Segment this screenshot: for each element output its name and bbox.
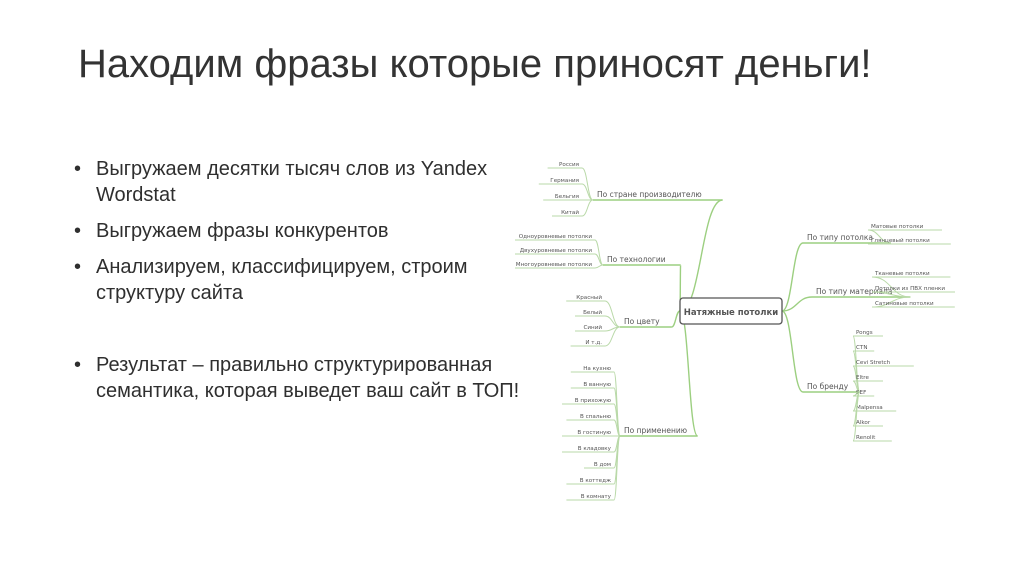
mindmap-connector (581, 167, 594, 201)
mindmap-leaf-label: Глянцевый потолки (871, 237, 930, 244)
mindmap-leaf-label: В дом (594, 462, 611, 468)
mindmap-branch-label: По типу потолка (807, 233, 873, 242)
mindmap-leaf-label: В ванную (583, 382, 611, 388)
mindmap-leaf-label: Матовые потолки (871, 224, 924, 230)
mindmap-leaf-label: Белый (583, 309, 602, 316)
mindmap-connector (604, 300, 621, 328)
mindmap-leaf-label: Двухуровневые потолки (520, 248, 593, 254)
mindmap-leaf-label: Многоуровневые потолки (516, 262, 593, 268)
mindmap-leaf-label: Потолки из ПВХ пленки (875, 286, 945, 292)
mindmap-connector (594, 264, 604, 269)
mindmap-leaf-label: Одноуровневые потолки (519, 234, 593, 240)
mindmap-leaf-label: В спальню (580, 414, 611, 420)
mindmap-leaf-label: В прихожую (575, 398, 612, 404)
bullet-item: Анализируем, классифицируем, строим стру… (74, 254, 534, 306)
mindmap-leaf-label: В коттедж (580, 478, 611, 484)
mindmap-leaf-label: Malpensa (856, 405, 883, 411)
mindmap-connector (781, 310, 804, 393)
bullet-item: Выгружаем фразы конкурентов (74, 218, 534, 244)
mindmap-connector (679, 310, 699, 437)
mindmap-leaf-label: Pongs (856, 330, 873, 336)
mindmap-leaf-label: И т.д. (585, 340, 602, 346)
mindmap-leaf-label: Renolit (856, 435, 876, 441)
mindmap-branch-label: По цвету (624, 317, 660, 326)
mindmap-connector (594, 239, 604, 266)
mindmap-leaf-label: Eltre (856, 375, 869, 381)
mindmap-leaf-label: Германия (550, 178, 579, 184)
bullet-item: Результат – правильно структурированная … (74, 352, 534, 404)
mindmap-branch-label: По бренду (807, 382, 849, 391)
mindmap-connector (604, 326, 621, 347)
mindmap-leaf-label: В комнату (581, 494, 612, 500)
bullet-list: Выгружаем десятки тысяч слов из Yandex W… (74, 156, 534, 414)
mindmap-leaf-label: CTN (856, 345, 868, 351)
slide-title: Находим фразы которые приносят деньги! (78, 42, 872, 86)
mindmap-connector (613, 435, 621, 501)
mindmap-connector (781, 296, 813, 312)
mindmap-root-box (679, 297, 783, 325)
mindmap-leaf-label: В гостиную (577, 430, 611, 436)
bullet-item: Выгружаем десятки тысяч слов из Yandex W… (74, 156, 534, 208)
mindmap-connector (852, 391, 861, 442)
mindmap-leaf-label: Сатиновые потолки (875, 301, 934, 307)
mindmap-leaf-label: На кухню (583, 366, 611, 372)
mindmap-leaf-label: Тканевые потолки (874, 271, 930, 277)
mindmap-connector (581, 199, 594, 217)
mindmap-leaf-label: Китай (561, 209, 579, 216)
mindmap-branch-label: По типу материала (816, 287, 892, 296)
mindmap-leaf-label: Красный (576, 294, 602, 301)
mindmap-leaf-label: Синий (584, 324, 603, 331)
mindmap-leaf-label: В кладовку (578, 446, 612, 452)
mindmap-leaf-label: Alkor (856, 420, 871, 426)
mindmap-leaf-label: Cevi Stretch (856, 360, 891, 366)
mindmap-connector (671, 310, 681, 328)
mindmap-connector (679, 199, 723, 312)
mindmap-leaf-label: Россия (559, 162, 579, 168)
mindmap-branch-label: По технологии (607, 255, 666, 264)
mindmap-leaf-label: SEF (856, 390, 866, 396)
mindmap-branch-label: По применению (624, 426, 687, 435)
mindmap-root-label: Натяжные потолки (684, 308, 778, 318)
mindmap-connector (781, 242, 804, 312)
mindmap-diagram: По стране производителю РоссияГерманияБел… (515, 162, 955, 501)
mindmap-branch-label: По стране производителю (597, 190, 702, 199)
mindmap-leaf-label: Бельгия (555, 194, 579, 200)
